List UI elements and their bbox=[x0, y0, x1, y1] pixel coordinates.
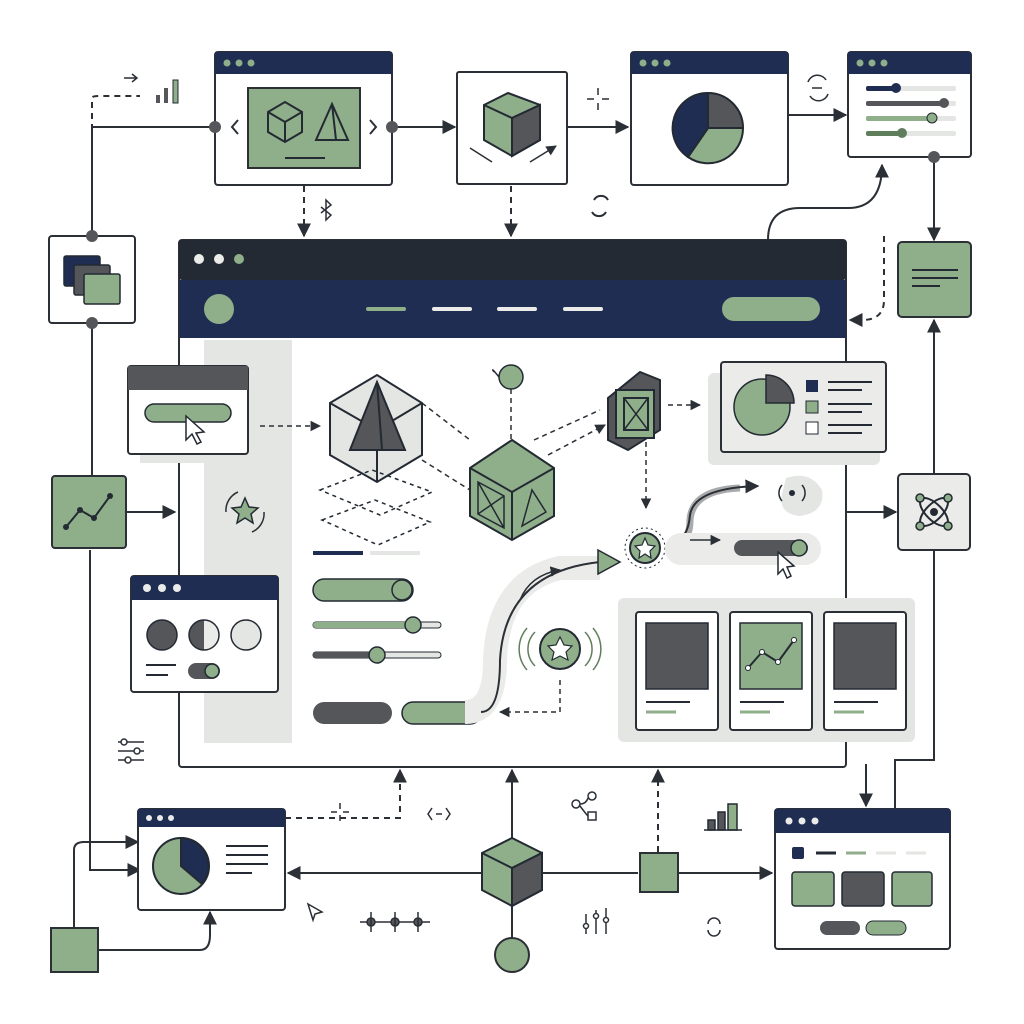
secondary-button[interactable] bbox=[313, 702, 392, 724]
slider-controls[interactable] bbox=[312, 551, 482, 725]
chevron-right-icon[interactable] bbox=[369, 119, 378, 135]
hub-terminal[interactable] bbox=[494, 937, 530, 973]
sliders-window[interactable] bbox=[847, 51, 972, 163]
cursor-icon bbox=[777, 550, 796, 580]
sliders-icon bbox=[118, 738, 144, 764]
window-dots-icon bbox=[194, 254, 244, 264]
nav-links[interactable] bbox=[366, 307, 603, 311]
gallery-card[interactable] bbox=[823, 611, 907, 731]
crosshair-icon bbox=[331, 803, 349, 821]
pie-chart-icon bbox=[152, 836, 210, 895]
connector-square-right bbox=[98, 910, 217, 951]
node-graph-icon bbox=[571, 791, 597, 821]
gallery-card[interactable] bbox=[635, 611, 719, 731]
connector-chart-down bbox=[89, 550, 142, 877]
avatar[interactable] bbox=[204, 294, 234, 324]
connector-atom-down bbox=[894, 550, 935, 808]
cube-icon bbox=[483, 91, 541, 158]
cube-panel[interactable] bbox=[456, 71, 568, 185]
green-square-node[interactable] bbox=[50, 927, 99, 973]
dashboard-cancel-button[interactable] bbox=[820, 921, 860, 935]
atom-panel[interactable] bbox=[897, 473, 971, 551]
color-swatch-window[interactable] bbox=[130, 575, 279, 693]
dashboard-window[interactable] bbox=[774, 808, 951, 950]
target-icon bbox=[707, 917, 721, 937]
pyramid-icon bbox=[314, 101, 350, 141]
pie-legend-card[interactable] bbox=[708, 361, 887, 465]
cube-icon bbox=[267, 100, 303, 144]
connectors bbox=[73, 95, 941, 951]
connector-dashed-doc-to-main bbox=[848, 236, 885, 327]
document-panel[interactable] bbox=[897, 241, 972, 318]
gallery-card[interactable] bbox=[729, 611, 813, 731]
arrow-icon bbox=[124, 73, 139, 83]
cursor-icon bbox=[306, 902, 324, 923]
flow-curve-lower bbox=[463, 556, 600, 724]
connector-square-to-pie bbox=[73, 835, 140, 928]
cursor-icon bbox=[185, 414, 206, 446]
hub-cube[interactable] bbox=[481, 836, 543, 908]
star-node[interactable] bbox=[624, 527, 666, 569]
wire-cube bbox=[317, 373, 435, 546]
slider-icon[interactable] bbox=[866, 83, 956, 138]
button-card[interactable] bbox=[127, 365, 260, 463]
chevron-left-icon[interactable] bbox=[230, 119, 239, 135]
green-square-node[interactable] bbox=[639, 852, 679, 893]
connector-dashed-top-left bbox=[91, 95, 140, 130]
refresh-icon bbox=[591, 194, 609, 218]
star-badge[interactable] bbox=[518, 627, 602, 671]
dashboard-confirm-button[interactable] bbox=[865, 920, 907, 936]
pie-report-window[interactable] bbox=[137, 808, 286, 911]
star-icon bbox=[546, 635, 574, 662]
star-icon bbox=[633, 536, 657, 560]
bar-chart-icon bbox=[704, 803, 742, 831]
pie-chart-icon bbox=[733, 374, 795, 436]
sync-icon bbox=[807, 74, 829, 102]
pie-chart-icon bbox=[671, 91, 745, 165]
nav-action-button[interactable] bbox=[722, 297, 820, 321]
window-dots-icon bbox=[146, 815, 174, 821]
window-dots-icon bbox=[856, 59, 888, 67]
timeline-icon bbox=[360, 912, 430, 932]
window-dots-icon bbox=[223, 59, 255, 67]
crosshair-icon bbox=[587, 88, 609, 110]
frame-cube bbox=[607, 370, 661, 452]
connector-top-left bbox=[91, 126, 215, 235]
pie-chart-window[interactable] bbox=[630, 51, 789, 186]
toolbar-window[interactable] bbox=[209, 51, 398, 186]
layers-panel[interactable] bbox=[48, 230, 136, 329]
bar-chart-icon bbox=[156, 79, 179, 104]
node-pin bbox=[492, 364, 524, 464]
window-dots-icon bbox=[143, 584, 181, 592]
code-brackets-icon bbox=[427, 807, 451, 821]
line-chart-icon bbox=[747, 639, 795, 669]
star-icon bbox=[230, 496, 260, 525]
window-dots-icon bbox=[639, 59, 671, 67]
window-dots-icon bbox=[785, 817, 819, 825]
progress-pill[interactable] bbox=[734, 540, 808, 556]
card-gallery bbox=[618, 598, 915, 742]
equalizer-icon bbox=[582, 908, 610, 934]
line-chart-panel[interactable] bbox=[51, 475, 127, 549]
broadcast-icon bbox=[778, 475, 823, 516]
line-chart-icon bbox=[65, 495, 111, 528]
green-cube bbox=[469, 438, 555, 542]
connector-main-to-sliders bbox=[767, 163, 889, 241]
bluetooth-icon bbox=[320, 198, 333, 222]
star-refresh-icon bbox=[225, 491, 265, 533]
connector-dashed-pie-to-main bbox=[285, 768, 407, 819]
